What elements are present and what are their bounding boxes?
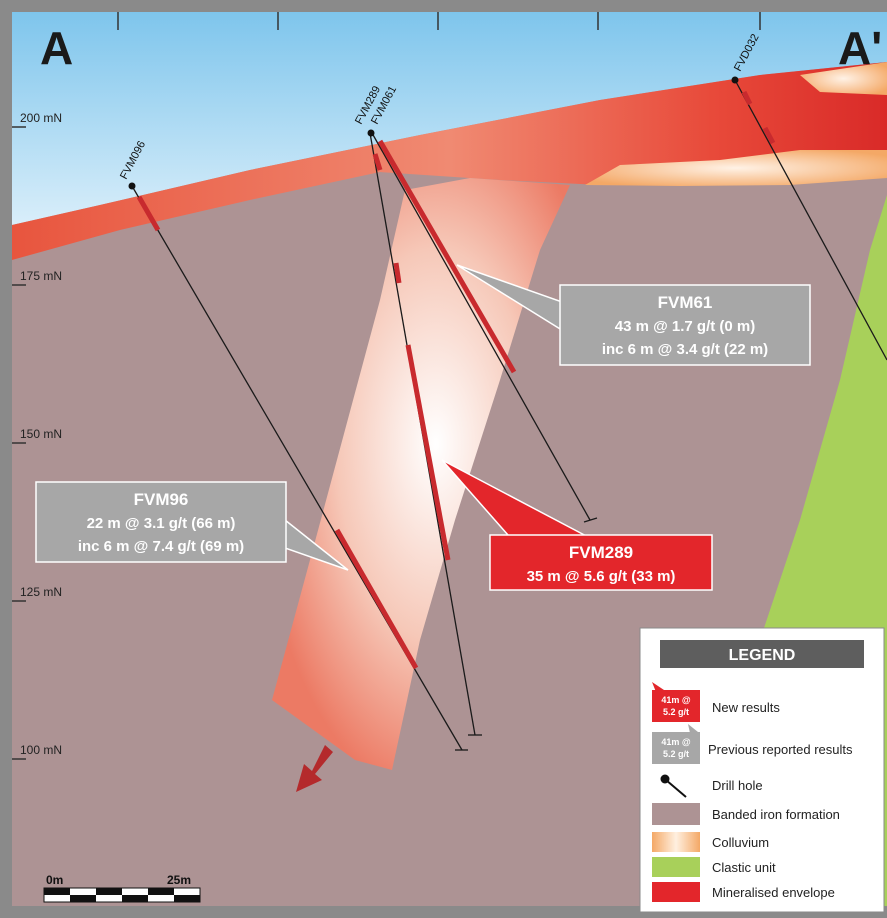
- legend-item-label: Previous reported results: [708, 742, 853, 757]
- legend-title: LEGEND: [729, 647, 796, 664]
- legend-item-label: Mineralised envelope: [712, 885, 835, 900]
- elevation-label: 175 mN: [20, 269, 62, 283]
- mineralised-envelope: [272, 178, 570, 770]
- legend-item-label: Clastic unit: [712, 860, 776, 875]
- swatch-label: 5.2 g/t: [663, 707, 689, 717]
- callout-title: FVM96: [134, 490, 189, 509]
- plunge-arrow-icon: [296, 745, 333, 792]
- swatch-label: 41m @: [661, 737, 691, 747]
- scale-bar: 0m 25m: [43, 873, 201, 903]
- elevation-label: 100 mN: [20, 743, 62, 757]
- callout-fvm96: FVM96 22 m @ 3.1 g/t (66 m) inc 6 m @ 7.…: [35, 481, 349, 571]
- elevation-label: 200 mN: [20, 111, 62, 125]
- section-start-label: A: [40, 22, 73, 74]
- callout-line: inc 6 m @ 7.4 g/t (69 m): [78, 538, 244, 555]
- legend-item-label: Drill hole: [712, 778, 763, 793]
- colluvium-lens: [585, 150, 887, 186]
- elevation-label: 150 mN: [20, 427, 62, 441]
- legend-swatch-clastic: [652, 857, 700, 877]
- elevation-label: 125 mN: [20, 585, 62, 599]
- swatch-label: 41m @: [661, 695, 691, 705]
- collar-icon: [128, 182, 136, 190]
- weathered-surface-layer: [12, 62, 887, 260]
- scale-end-label: 25m: [167, 873, 191, 887]
- swatch-label: 5.2 g/t: [663, 749, 689, 759]
- legend-swatch-bif: [652, 803, 700, 825]
- callout-title: FVM289: [569, 543, 633, 562]
- legend-swatch-new-results: [652, 690, 700, 722]
- section-end-label: A': [838, 22, 882, 74]
- elevation-ticks: [12, 126, 26, 760]
- legend: LEGEND 41m @ 5.2 g/t New results 41m @ 5…: [639, 627, 885, 913]
- sky-area: [12, 12, 887, 225]
- intercept-bars: [136, 90, 776, 670]
- colluvium-upper: [800, 62, 887, 95]
- drill-hole-icon: [660, 774, 687, 798]
- collar-icon: [731, 76, 739, 84]
- legend-item-label: Colluvium: [712, 835, 769, 850]
- top-ticks: [117, 12, 761, 30]
- callout-line: 43 m @ 1.7 g/t (0 m): [615, 318, 756, 335]
- collar-icon: [367, 129, 375, 137]
- legend-item-label: New results: [712, 700, 780, 715]
- callout-fvm61: FVM61 43 m @ 1.7 g/t (0 m) inc 6 m @ 3.4…: [456, 264, 811, 366]
- callout-title: FVM61: [658, 293, 713, 312]
- legend-swatch-envelope: [652, 882, 700, 902]
- legend-swatch-previous-results: [652, 732, 700, 764]
- callout-fvm289: FVM289 35 m @ 5.6 g/t (33 m): [441, 459, 713, 591]
- callout-line: 22 m @ 3.1 g/t (66 m): [87, 515, 236, 532]
- legend-item-label: Banded iron formation: [712, 807, 840, 822]
- scale-start-label: 0m: [46, 873, 63, 887]
- legend-swatch-colluvium: [652, 832, 700, 852]
- callout-line: 35 m @ 5.6 g/t (33 m): [527, 568, 676, 585]
- callout-line: inc 6 m @ 3.4 g/t (22 m): [602, 341, 768, 358]
